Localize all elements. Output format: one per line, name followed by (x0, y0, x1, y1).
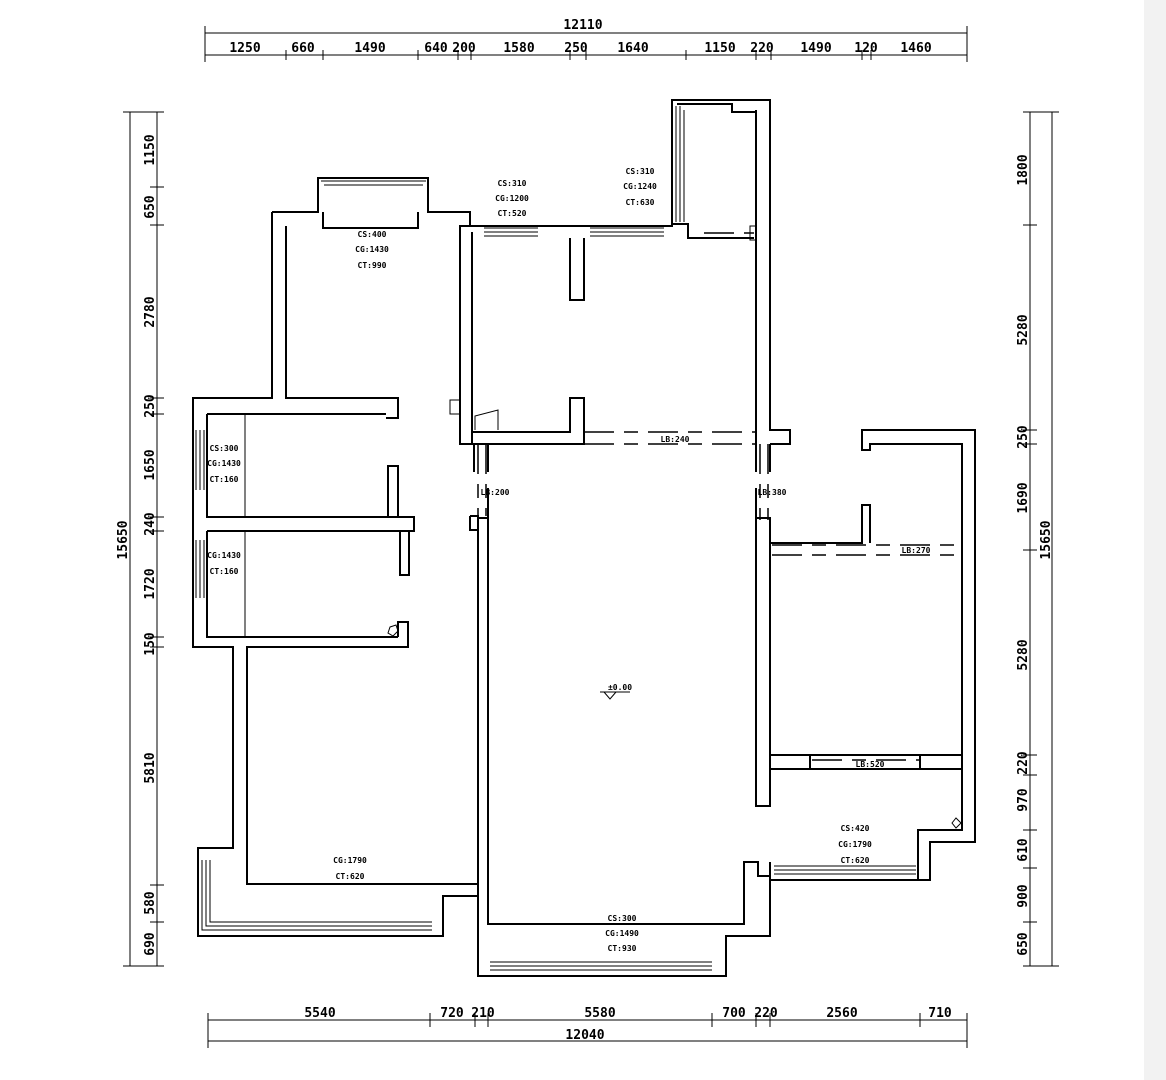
annot-ct: CT:990 (358, 261, 387, 270)
left-dimension-chain: 15650 1150 650 2780 250 1650 240 1720 15… (116, 111, 164, 967)
beam-label-kitchen: LB:240 (661, 435, 690, 444)
left-dim-8: 150 (143, 632, 158, 656)
annotation-bottom-right-window: CS:420 CG:1790 CT:620 (838, 824, 872, 865)
bottom-dim-6: 220 (754, 1006, 778, 1021)
left-dim-7: 1720 (143, 568, 158, 599)
annot-ct: CT:930 (608, 944, 637, 953)
right-dim-8: 610 (1016, 838, 1031, 862)
left-dim-4: 250 (143, 394, 158, 418)
annot-cg: CG:1430 (207, 551, 241, 560)
top-dim-12: 120 (854, 41, 878, 56)
annotation-left-window-lower: CG:1430 CT:160 (207, 551, 241, 576)
right-dim-9: 900 (1016, 884, 1031, 908)
walls (192, 99, 976, 977)
left-total-dimension: 15650 (116, 520, 131, 559)
top-dim-6: 1580 (503, 41, 534, 56)
top-dim-2: 660 (291, 41, 315, 56)
right-dim-4: 1690 (1016, 482, 1031, 513)
annotation-bottom-left-window: CG:1790 CT:620 (333, 856, 367, 881)
annot-cg: CG:1490 (605, 929, 639, 938)
bottom-dim-2: 720 (440, 1006, 464, 1021)
annotation-left-window-upper: CS:300 CG:1430 CT:160 (207, 444, 241, 484)
left-dim-3: 2780 (143, 296, 158, 327)
annot-ct: CT:520 (498, 209, 527, 218)
left-dim-2: 650 (143, 195, 158, 219)
top-dim-1: 1250 (229, 41, 260, 56)
top-dim-4: 640 (424, 41, 448, 56)
annot-ct: CT:620 (336, 872, 365, 881)
annot-cg: CG:1200 (495, 194, 529, 203)
annot-cs: CS:420 (841, 824, 870, 833)
annot-ct: CT:160 (210, 475, 239, 484)
top-dim-3: 1490 (354, 41, 385, 56)
top-dim-11: 1490 (800, 41, 831, 56)
bottom-total-dimension: 12040 (565, 1028, 604, 1043)
top-dim-7: 250 (564, 41, 588, 56)
right-dim-7: 970 (1016, 788, 1031, 812)
bottom-dimension-chain: 5540 720 210 5580 700 220 2560 710 12040 (207, 1006, 968, 1048)
top-dim-8: 1640 (617, 41, 648, 56)
floor-level-label: ±0.00 (608, 683, 632, 692)
top-total-dimension: 12110 (563, 18, 602, 33)
bottom-dim-5: 700 (722, 1006, 746, 1021)
annotation-bottom-center-window: CS:300 CG:1490 CT:930 (605, 914, 639, 953)
left-dim-10: 580 (143, 891, 158, 915)
top-dimension-chain: 12110 1250 660 1490 640 200 1580 250 164… (204, 18, 968, 62)
left-dim-6: 240 (143, 512, 158, 536)
annot-cs: CS:300 (608, 914, 637, 923)
beam-label-east-lower: LB:520 (856, 760, 885, 769)
right-dim-6: 220 (1016, 751, 1031, 775)
annot-cs: CS:310 (498, 179, 527, 188)
annot-cg: CG:1790 (838, 840, 872, 849)
floor-level-marker: ±0.00 (600, 683, 632, 700)
bottom-dim-4: 5580 (584, 1006, 615, 1021)
beam-label-east-upper: LB:270 (902, 546, 931, 555)
annot-ct: CT:160 (210, 567, 239, 576)
annot-cs: CS:310 (626, 167, 655, 176)
right-dim-1: 1800 (1016, 154, 1031, 185)
annot-cg: CG:1240 (623, 182, 657, 191)
fixtures (387, 225, 962, 829)
annot-ct: CT:630 (626, 198, 655, 207)
left-dim-11: 690 (143, 932, 158, 956)
bottom-dim-3: 210 (471, 1006, 495, 1021)
right-dim-3: 250 (1016, 425, 1031, 449)
right-dim-5: 5280 (1016, 639, 1031, 670)
annotation-top-window-mid: CS:310 CG:1200 CT:520 (495, 179, 529, 218)
left-dim-1: 1150 (143, 134, 158, 165)
annot-ct: CT:620 (841, 856, 870, 865)
top-dim-10: 220 (750, 41, 774, 56)
top-dim-5: 200 (452, 41, 476, 56)
bottom-dim-1: 5540 (304, 1006, 335, 1021)
annot-cs: CS:300 (210, 444, 239, 453)
right-dim-2: 5280 (1016, 314, 1031, 345)
beam-lines (477, 232, 962, 761)
right-dimension-chain: 15650 1800 5280 250 1690 5280 220 970 61… (1016, 111, 1059, 967)
top-dim-9: 1150 (704, 41, 735, 56)
annot-cg: CG:1430 (355, 245, 389, 254)
right-edge-shade (1144, 0, 1166, 1080)
annot-cs: CS:400 (358, 230, 387, 239)
annotation-top-window-right: CS:310 CG:1240 CT:630 (623, 167, 657, 207)
left-dim-9: 5810 (143, 752, 158, 783)
annot-cg: CG:1790 (333, 856, 367, 865)
windows (195, 106, 916, 971)
annot-cg: CG:1430 (207, 459, 241, 468)
right-total-dimension: 15650 (1039, 520, 1054, 559)
top-dim-13: 1460 (900, 41, 931, 56)
beam-label-right: LB:380 (758, 488, 787, 497)
right-dim-10: 650 (1016, 932, 1031, 956)
annotation-top-bay-window: CS:400 CG:1430 CT:990 (355, 230, 389, 270)
beam-label-left: LB:200 (481, 488, 510, 497)
bottom-dim-8: 710 (928, 1006, 952, 1021)
bottom-dim-7: 2560 (826, 1006, 857, 1021)
left-dim-5: 1650 (143, 449, 158, 480)
